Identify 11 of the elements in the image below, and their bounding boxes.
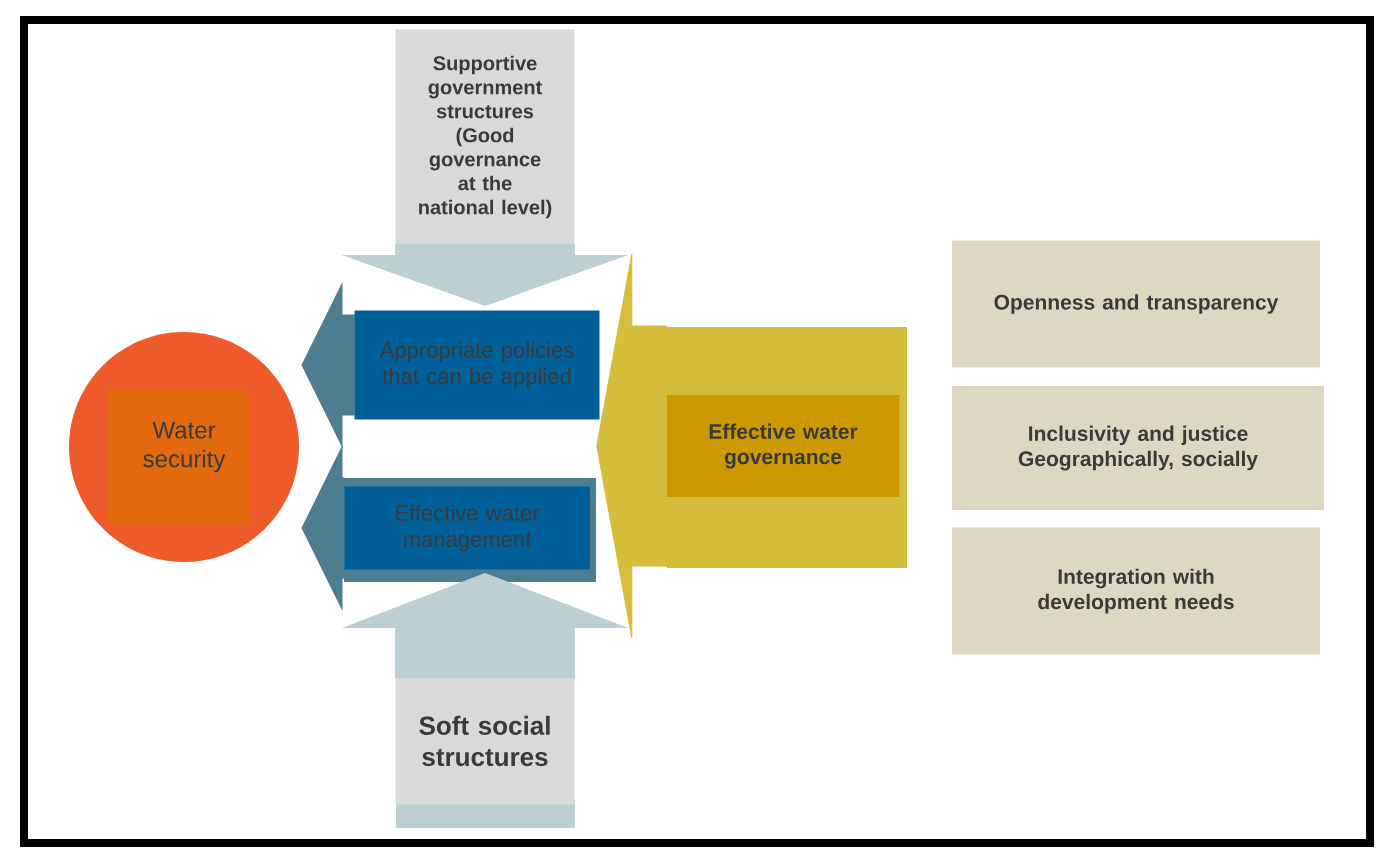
circle-node: Water security (69, 332, 299, 562)
text-box: Inclusivity and justice Geographically, socially (952, 386, 1324, 510)
text-box: Integration with development needs (952, 527, 1320, 655)
block-arrow (344, 244, 626, 306)
block-arrow (596, 253, 667, 639)
block-arrow (301, 446, 345, 610)
arrow-box: Soft social structures (395, 677, 575, 828)
node-label: Effective water governance (709, 423, 858, 469)
text-box: Openness and transparency (952, 240, 1320, 368)
block-arrow (344, 573, 626, 678)
block-arrow (301, 283, 355, 447)
